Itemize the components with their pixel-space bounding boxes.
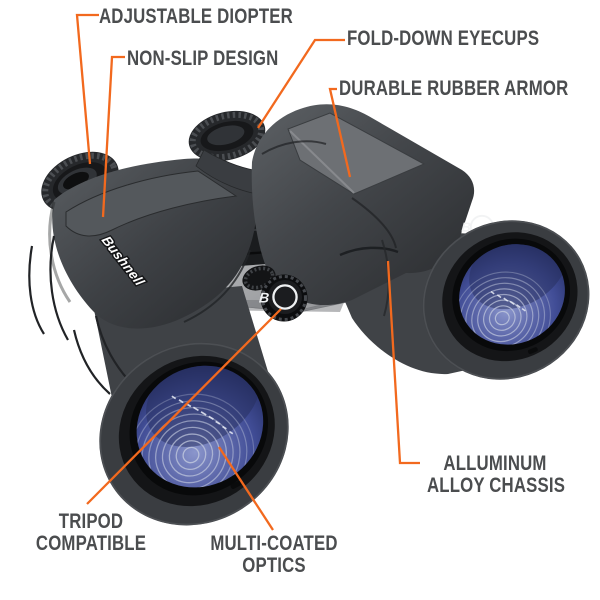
grip-ribs bbox=[28, 235, 135, 395]
callout-tripod-line1: TRIPOD bbox=[58, 510, 124, 533]
leader-fold-down-eyecups bbox=[257, 38, 345, 129]
left-ocular-glass bbox=[63, 171, 89, 190]
right-eyecup-ridges bbox=[189, 111, 265, 161]
callout-adjustable-diopter: ADJUSTABLE DIOPTER bbox=[99, 5, 293, 28]
right-shoulder-crease bbox=[261, 140, 327, 155]
leader-tripod-compatible bbox=[86, 308, 282, 505]
tripod-mount-cap: B bbox=[259, 274, 308, 322]
callout-tripod-line2: COMPATIBLE bbox=[35, 531, 147, 555]
callout-multi-coated-optics: MULTI-COATED OPTICS bbox=[206, 533, 342, 576]
grip-rib bbox=[28, 245, 45, 335]
callout-alloy-chassis-line1: ALLUMINUM bbox=[443, 452, 547, 475]
right-lens-notch bbox=[527, 347, 538, 354]
leader-durable-rubber-armor bbox=[328, 87, 352, 178]
callout-optics-line2: OPTICS bbox=[242, 553, 306, 577]
callout-alloy-chassis-line2: ALLOY CHASSIS bbox=[427, 473, 566, 497]
grip-rib bbox=[49, 235, 69, 341]
callout-non-slip-design: NON-SLIP DESIGN bbox=[127, 47, 279, 70]
callout-leaders bbox=[75, 13, 420, 531]
callout-tripod-compatible: TRIPOD COMPATIBLE bbox=[31, 511, 151, 554]
right-lens-reflections bbox=[490, 290, 526, 312]
b-logo-letter: B bbox=[461, 220, 471, 235]
callout-alloy-chassis: ALLUMINUM ALLOY CHASSIS bbox=[427, 452, 566, 497]
leader-non-slip-design bbox=[101, 55, 125, 218]
callout-fold-down-eyecups: FOLD-DOWN EYECUPS bbox=[347, 27, 540, 50]
right-eyecup bbox=[188, 110, 266, 162]
cap-b-ring bbox=[272, 284, 298, 310]
left-housing-crease bbox=[183, 249, 251, 323]
cap-ridges bbox=[261, 275, 307, 321]
leader-adjustable-diopter bbox=[75, 13, 99, 165]
grip-rib bbox=[72, 329, 111, 395]
callout-durable-rubber-armor: DURABLE RUBBER ARMOR bbox=[339, 77, 569, 100]
left-armor-panel bbox=[65, 170, 238, 237]
left-lens-notch bbox=[230, 480, 242, 489]
right-armpit-fold bbox=[339, 246, 399, 257]
leader-multi-coated-optics bbox=[218, 446, 274, 531]
right-cheek-crease bbox=[351, 197, 397, 249]
right-barrel: B bbox=[251, 104, 590, 380]
left-lens-reflections bbox=[171, 395, 234, 435]
right-ocular-face bbox=[207, 125, 245, 146]
right-objective bbox=[422, 220, 590, 380]
right-ring-highlight bbox=[422, 220, 590, 380]
cap-b-letter: B bbox=[259, 290, 270, 306]
right-armor-panel bbox=[287, 112, 426, 195]
leader-alloy-chassis bbox=[386, 260, 420, 465]
callout-optics-line1: MULTI-COATED bbox=[210, 532, 338, 555]
left-ring-highlight bbox=[99, 342, 289, 526]
